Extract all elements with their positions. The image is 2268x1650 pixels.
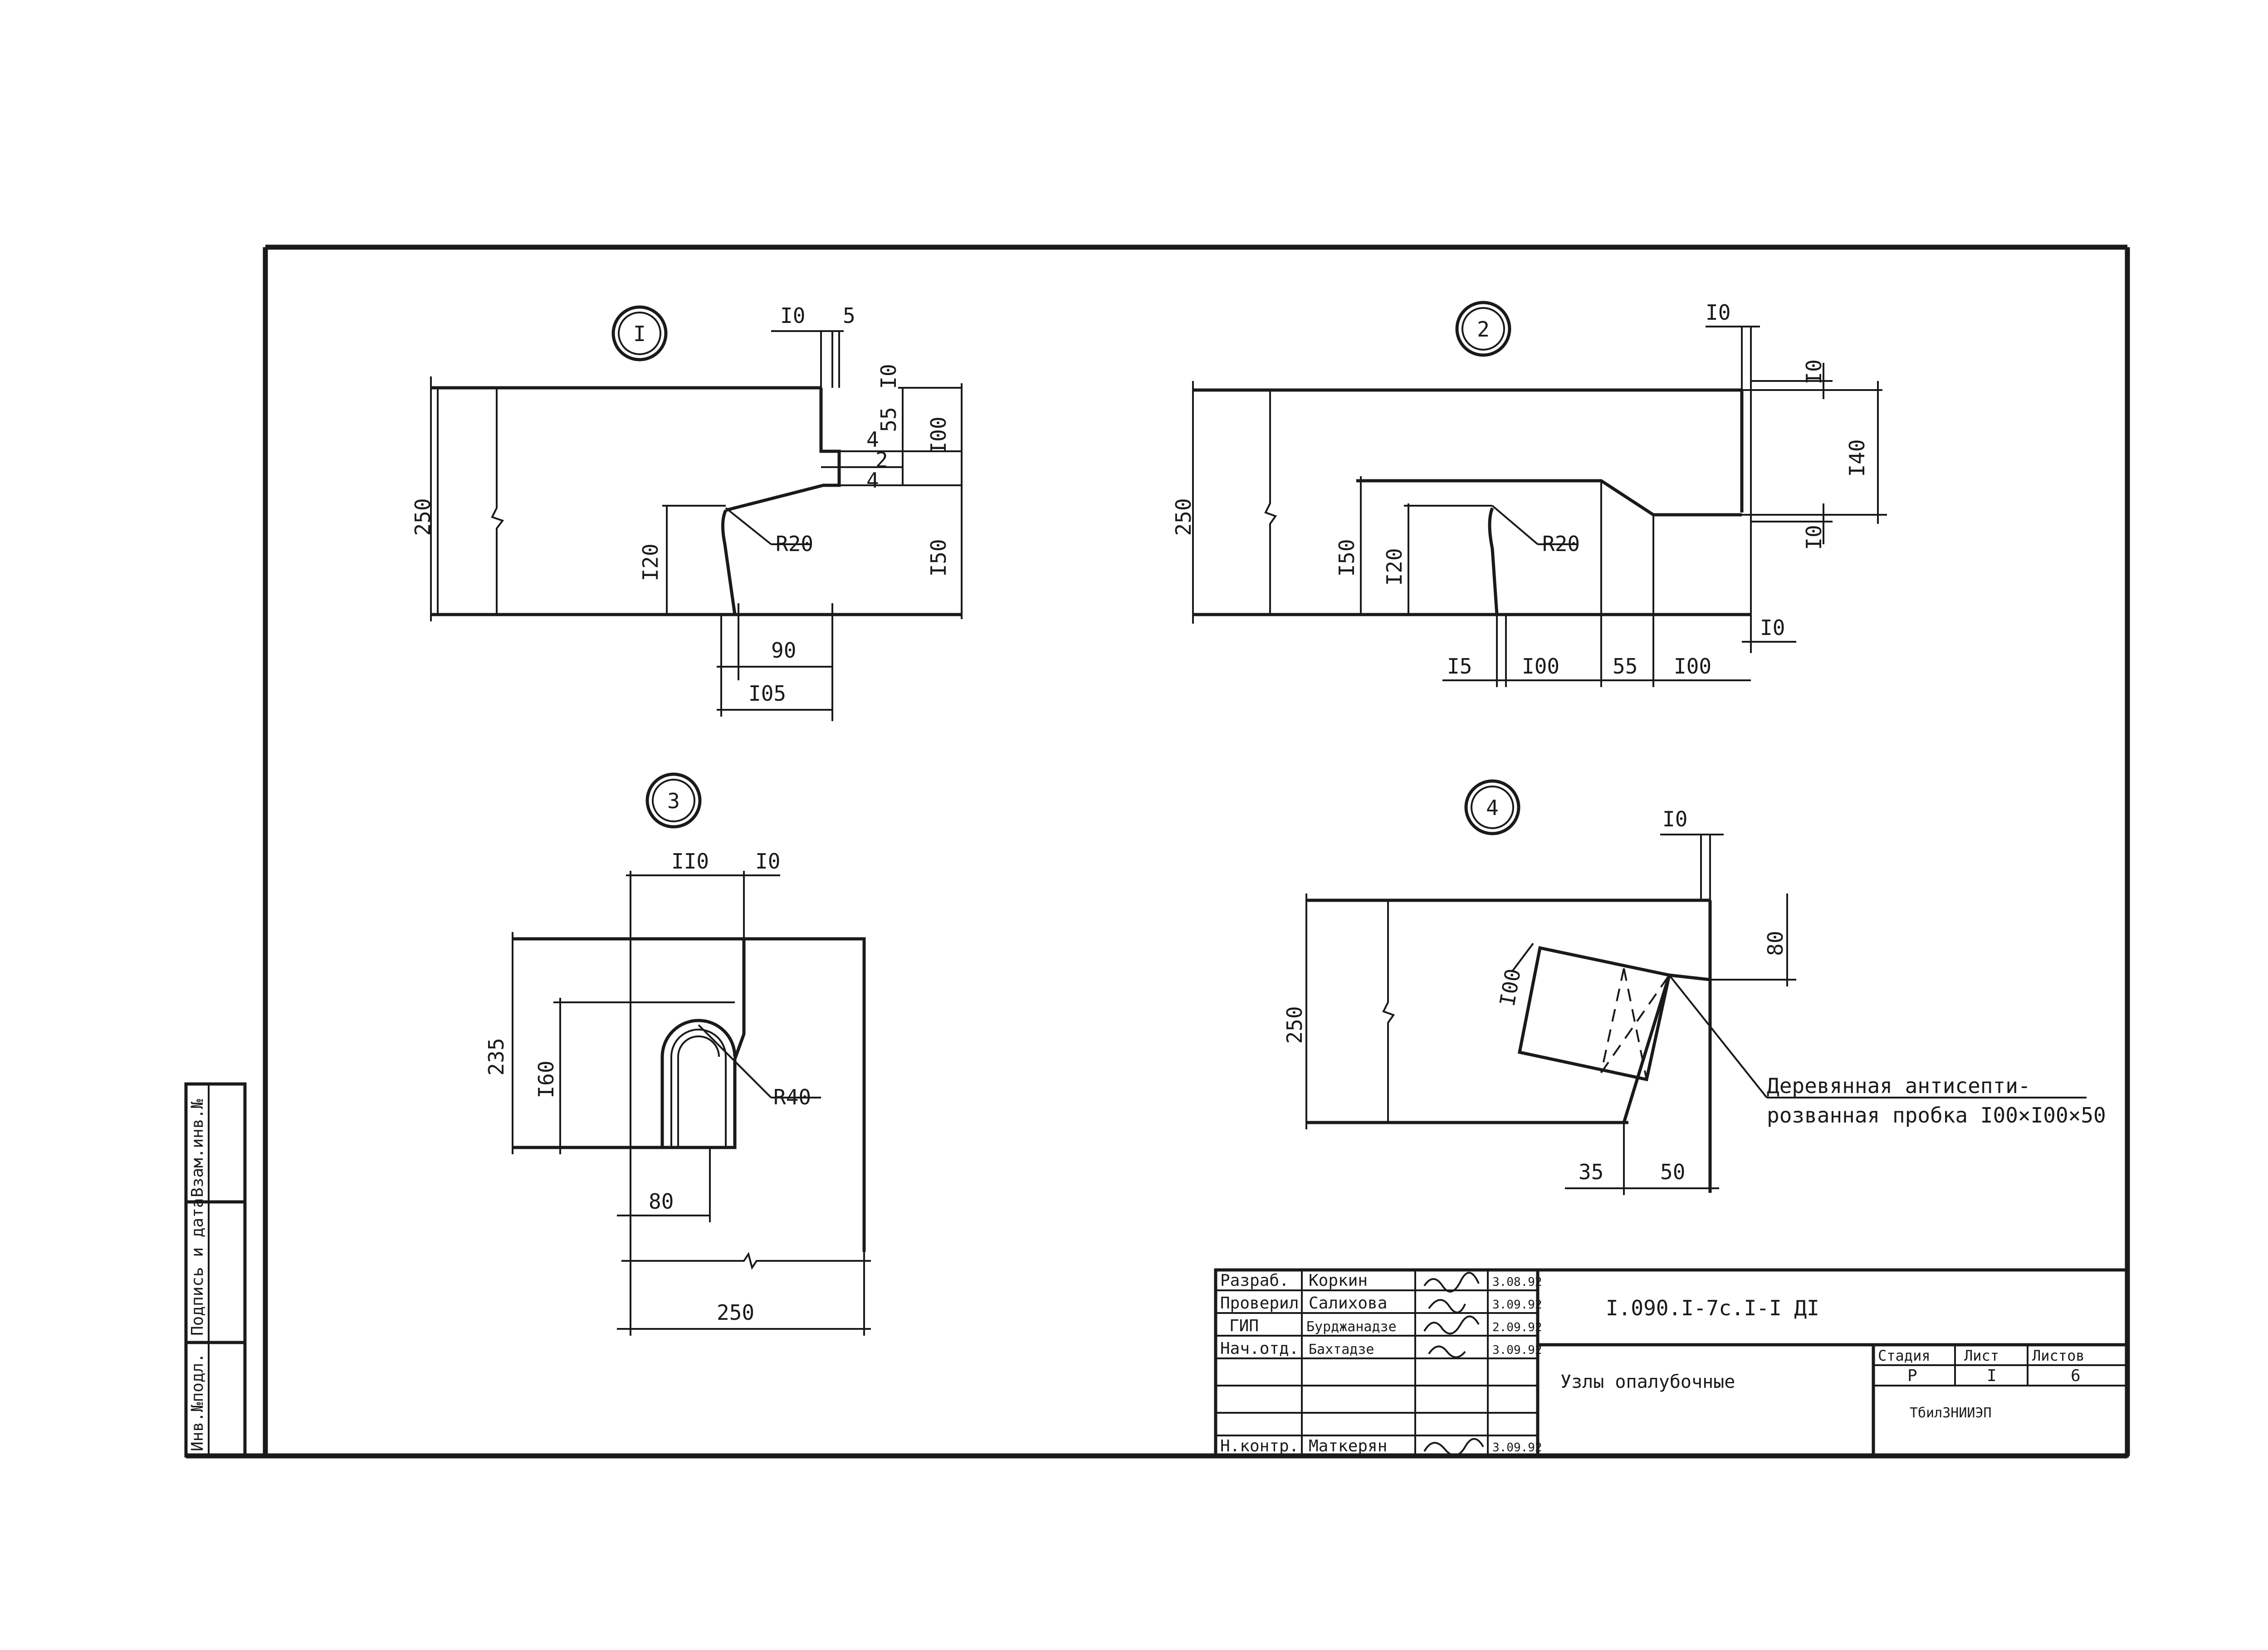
node-4-dim-100: I00 xyxy=(1495,967,1525,1008)
tb-role-developed: Разраб. xyxy=(1220,1271,1289,1290)
side-strip: Инв.№подл. Подпись и дата Взам.инв.№ xyxy=(184,1082,247,1458)
tb-signature-developed xyxy=(1423,1272,1480,1293)
node-1-radius-r20: R20 xyxy=(776,532,813,556)
node-1-dim-4b: 4 xyxy=(866,468,879,493)
tb-signature-checked xyxy=(1428,1299,1466,1313)
node-3-dim-80: 80 xyxy=(649,1189,674,1214)
node-2-label: 2 xyxy=(1477,317,1490,342)
tb-role-checked: Проверил xyxy=(1220,1294,1299,1313)
node-2-detail: 2 250 I50 I20 R20 I0 I0 I40 I0 I0 xyxy=(1171,300,1887,687)
node-3-dim-10: I0 xyxy=(755,849,780,874)
side-strip-inv-no: Инв.№подл. xyxy=(188,1353,207,1451)
tb-signature-gip xyxy=(1423,1315,1480,1335)
tb-date-checked: 3.09.92 xyxy=(1492,1298,1542,1312)
node-2-dim-10top: I0 xyxy=(1706,300,1730,325)
tb-col-stage: Стадия xyxy=(1878,1347,1931,1364)
node-2-dim-140: I40 xyxy=(1845,439,1869,477)
node-2-dim-100b: I00 xyxy=(1674,654,1711,679)
tb-document-code: I.090.I-7с.I-I ДI xyxy=(1606,1296,1819,1320)
node-2-dim-120: I20 xyxy=(1382,548,1407,586)
node-2-dim-100a: I00 xyxy=(1522,654,1559,679)
node-3-radius-r40: R40 xyxy=(773,1085,811,1109)
node-1-marker xyxy=(611,305,668,361)
node-1-dim-120: I20 xyxy=(638,543,663,581)
node-1-detail: I 250 I20 I00 I50 I0 55 4 2 4 I0 5 xyxy=(411,303,963,721)
node-1-dim-90: 90 xyxy=(771,638,796,663)
tb-date-head: 3.09.92 xyxy=(1492,1343,1542,1357)
node-1-dim-100: I00 xyxy=(926,416,951,454)
node-4-dim-50: 50 xyxy=(1660,1160,1685,1184)
node-3-dim-160: I60 xyxy=(534,1060,558,1098)
tb-col-sheet: Лист xyxy=(1964,1347,1999,1364)
node-2-dim-10r: I0 xyxy=(1802,359,1826,384)
node-4-dim-35: 35 xyxy=(1579,1160,1603,1184)
node-2-dim-15: I5 xyxy=(1447,654,1472,679)
tb-name-gip: Бурджанадзе xyxy=(1306,1319,1397,1335)
tb-drawing-title: Узлы опалубочные xyxy=(1560,1372,1735,1392)
node-1-dim-250: 250 xyxy=(411,498,435,536)
tb-name-checked: Салихова xyxy=(1309,1294,1387,1313)
tb-signature-head xyxy=(1428,1345,1466,1358)
node-2-radius-r20: R20 xyxy=(1542,532,1580,556)
node-3-dim-110: II0 xyxy=(671,849,709,874)
node-1-dim-55: 55 xyxy=(876,407,901,432)
node-2-dim-250: 250 xyxy=(1171,498,1196,536)
tb-col-sheets: Листов xyxy=(2032,1347,2085,1364)
side-strip-signature-date: Подпись и дата xyxy=(188,1198,207,1336)
node-4-dim-10: I0 xyxy=(1662,807,1687,831)
node-4-note-line2: розванная пробка I00×I00×50 xyxy=(1767,1103,2106,1128)
node-2-dim-10r2: I0 xyxy=(1802,525,1826,550)
tb-role-head: Нач.отд. xyxy=(1220,1339,1299,1358)
node-4-note-line1: Деревянная антисепти- xyxy=(1767,1074,2031,1098)
node-1-dim-4: 4 xyxy=(866,427,879,452)
node-2-dim-10b: I0 xyxy=(1760,615,1785,640)
node-1-dim-5: 5 xyxy=(843,303,855,328)
node-3-dim-235: 235 xyxy=(484,1038,508,1075)
node-1-dim-150: I50 xyxy=(926,539,951,576)
tb-sheets-value: 6 xyxy=(2071,1367,2081,1385)
node-1-dim-10b: I0 xyxy=(876,364,901,389)
tb-signature-norm-control xyxy=(1423,1438,1484,1456)
tb-sheet-value: I xyxy=(1987,1367,1997,1385)
tb-role-gip: ГИП xyxy=(1229,1317,1259,1335)
tb-date-developed: 3.08.92 xyxy=(1492,1275,1542,1289)
node-3-dim-250: 250 xyxy=(717,1300,754,1325)
tb-stage-value: Р xyxy=(1907,1367,1917,1385)
node-4-detail: 4 250 I0 80 I00 35 50 Деревянная антисеп… xyxy=(1282,779,2106,1195)
node-4-marker xyxy=(1464,779,1520,835)
title-block: Разраб. Коркин 3.08.92 Проверил Салихова… xyxy=(1214,1268,2129,1458)
tb-organization: ТбилЗНИИЭП xyxy=(1910,1405,1992,1421)
tb-date-gip: 2.09.92 xyxy=(1492,1321,1542,1334)
node-4-dim-250: 250 xyxy=(1282,1006,1307,1044)
side-strip-replace-no: Взам.инв.№ xyxy=(188,1099,207,1197)
node-4-dim-80: 80 xyxy=(1763,931,1788,956)
node-4-label: 4 xyxy=(1486,796,1499,820)
node-2-dim-55: 55 xyxy=(1613,654,1637,679)
node-3-label: 3 xyxy=(667,789,680,813)
tb-name-norm-control: Маткерян xyxy=(1309,1437,1387,1455)
node-2-dim-150: I50 xyxy=(1334,539,1359,576)
node-3-detail: 3 235 I60 II0 I0 R40 80 250 xyxy=(484,772,871,1336)
tb-date-norm-control: 3.09.92 xyxy=(1492,1441,1542,1455)
node-1-dim-105: I05 xyxy=(748,681,786,706)
node-1-dim-10: I0 xyxy=(780,303,805,328)
node-3-marker xyxy=(645,772,702,829)
node-2-marker xyxy=(1455,301,1511,357)
sheet-frame xyxy=(186,244,2130,1459)
tb-name-head: Бахтадзе xyxy=(1309,1342,1374,1357)
tb-role-norm-control: Н.контр. xyxy=(1220,1437,1299,1455)
node-1-label: I xyxy=(633,322,646,346)
tb-name-developed: Коркин xyxy=(1309,1271,1368,1290)
node-1-dim-2: 2 xyxy=(875,448,888,472)
